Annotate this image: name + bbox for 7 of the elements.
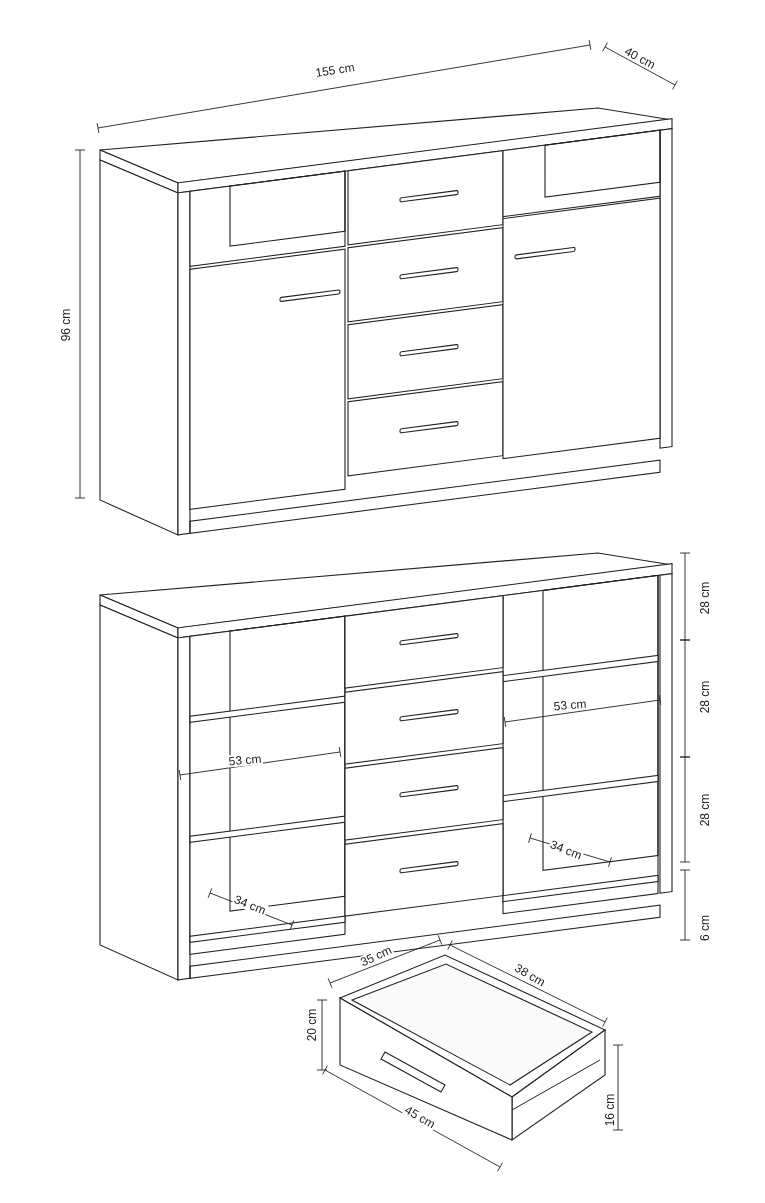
dimension-label: 28 cm [699,792,711,828]
dimension-label: 16 cm [604,1092,616,1128]
dimension-label: 28 cm [699,580,711,616]
dimension-label: 96 cm [60,307,72,343]
dimension-label: 28 cm [699,679,711,715]
dimension-label: 6 cm [699,914,711,942]
dimension-label: 20 cm [306,1007,318,1043]
